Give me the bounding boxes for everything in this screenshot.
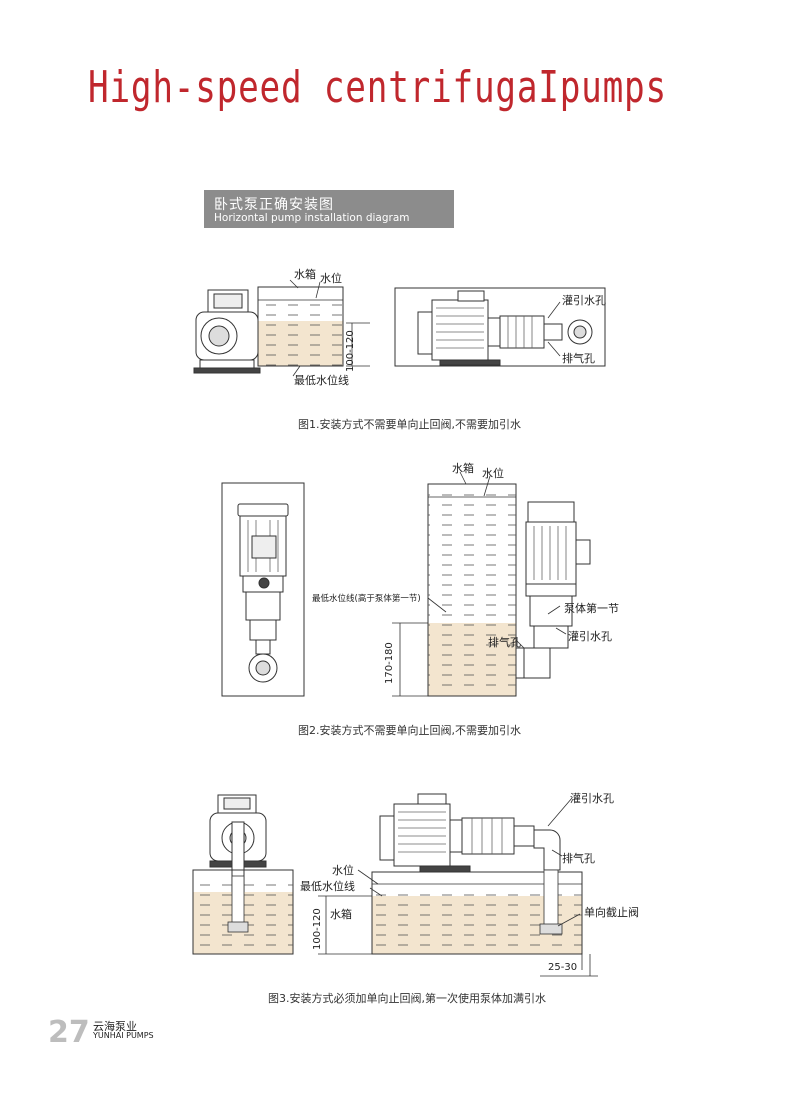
fig1-vent-hole-label: 排气孔	[562, 352, 595, 365]
fig3-pump-end-view	[209, 794, 267, 933]
fig3-level-label: 水位	[332, 864, 354, 877]
fig1-priming-hole-label: 灌引水孔	[562, 294, 606, 307]
banner-title-en: Horizontal pump installation diagram	[214, 212, 410, 224]
fig1-leader-lines	[547, 301, 561, 357]
fig2-vent-hole-label: 排气孔	[488, 636, 521, 649]
fig2-side-frame	[221, 482, 305, 697]
fig2-first-stage-label: 泵体第一节	[564, 602, 619, 615]
fig3-dimension	[318, 797, 598, 977]
fig1-dimension	[289, 279, 370, 377]
fig2-dimension	[392, 471, 567, 697]
fig3-dimension-label: 100-120	[312, 908, 323, 950]
fig2-dimension-label: 170-180	[384, 642, 395, 684]
fig3-priming-hole-label: 灌引水孔	[570, 792, 614, 805]
fig3-vent-hole-label: 排气孔	[562, 852, 595, 865]
fig2-priming-hole-label: 灌引水孔	[568, 630, 612, 643]
fig2-caption: 图2.安装方式不需要单向止回阀,不需要加引水	[298, 724, 521, 737]
fig1-pump-plan-view	[417, 290, 593, 366]
page-number: 27	[48, 1015, 90, 1050]
fig2-tank-label: 水箱	[452, 462, 474, 475]
fig3-caption: 图3.安装方式必须加单向止回阀,第一次使用泵体加满引水	[268, 992, 546, 1005]
fig2-pump-side-view	[237, 503, 289, 683]
fig1-drawing	[193, 279, 606, 377]
fig1-caption: 图1.安装方式不需要单向止回阀,不需要加引水	[298, 418, 521, 431]
fig1-min-level-label: 最低水位线	[294, 374, 349, 387]
section-banner: 卧式泵正确安装图 Horizontal pump installation di…	[204, 190, 454, 228]
fig3-min-level-label: 最低水位线	[300, 880, 355, 893]
fig1-tank	[257, 286, 344, 367]
fig2-level-label: 水位	[482, 467, 504, 480]
banner-title-cn: 卧式泵正确安装图	[214, 197, 334, 213]
fig3-pump-main-view	[379, 793, 561, 873]
fig1-dimension-label: 100-120	[345, 330, 356, 372]
fig2-min-level-label: 最低水位线(高于泵体第一节)	[312, 594, 421, 604]
fig2-tank	[427, 483, 517, 697]
fig1-tank-label: 水箱	[294, 268, 316, 281]
fig3-left-tank	[192, 869, 294, 955]
fig1-level-label: 水位	[320, 272, 342, 285]
fig2-pump-front-view	[515, 501, 591, 679]
fig3-check-valve-label: 单向截止阀	[584, 906, 639, 919]
fig3-dimension2-label: 25-30	[548, 962, 578, 973]
fig1-plan-frame	[394, 287, 606, 367]
brand-name-en: YUNHAI PUMPS	[93, 1031, 154, 1040]
brand-name-cn: 云海泵业	[93, 1020, 137, 1033]
fig3-right-tank	[371, 869, 583, 955]
fig2-drawing	[221, 471, 591, 697]
fig1-pump-end-view	[193, 289, 261, 374]
page-title: High-speed centrifugaIpumps	[88, 62, 667, 113]
fig3-drawing	[192, 793, 598, 977]
fig3-tank-label: 水箱	[330, 908, 352, 921]
